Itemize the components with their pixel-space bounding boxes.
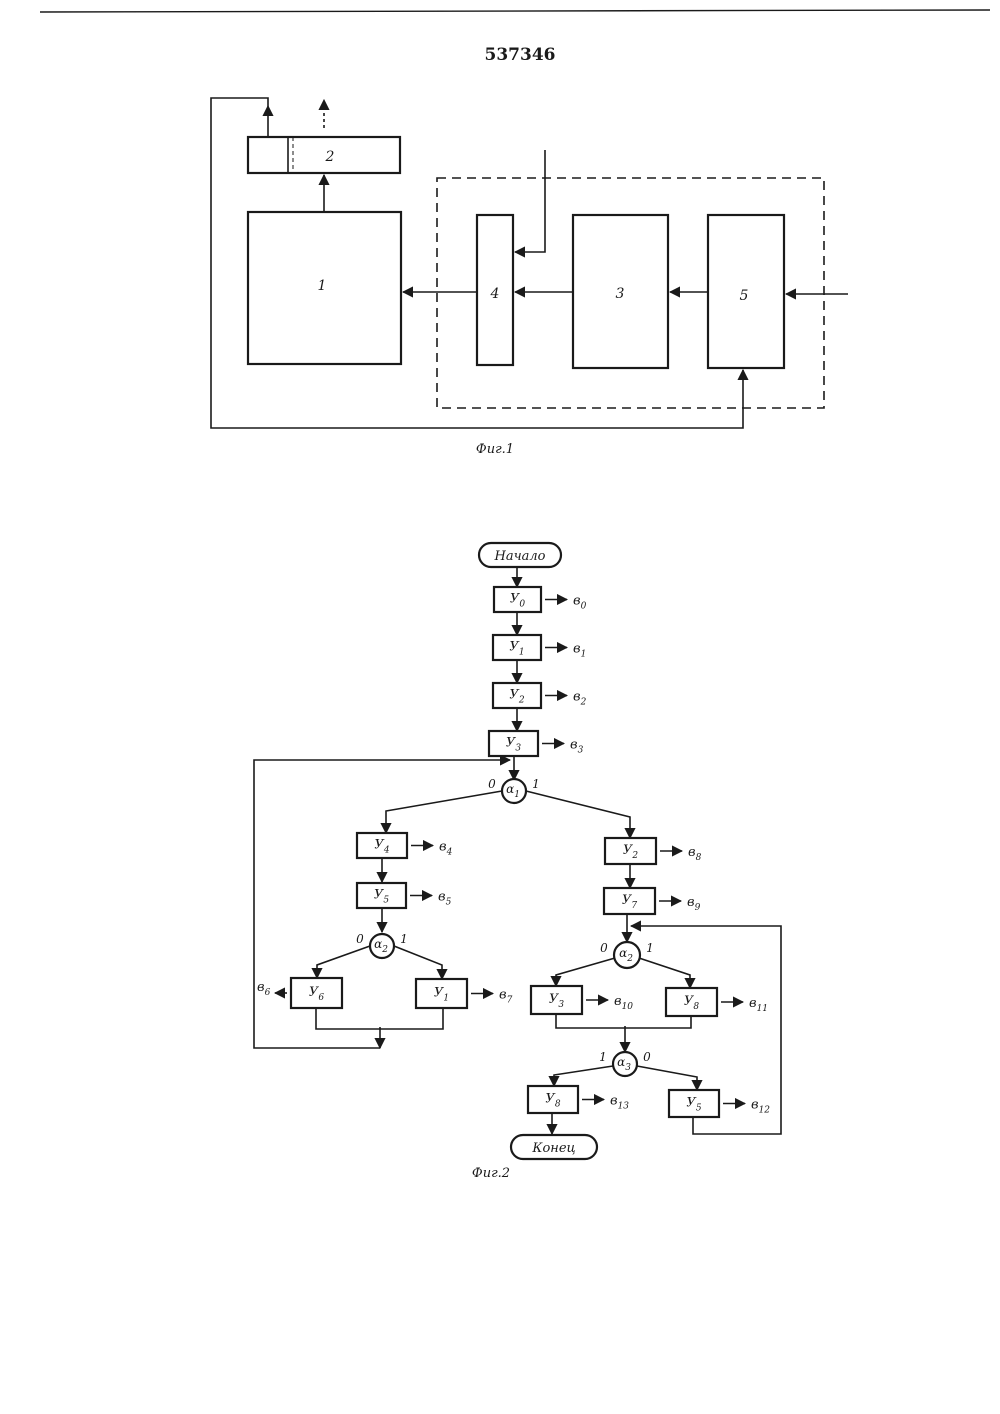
flow-y8a-merge bbox=[625, 1016, 691, 1028]
flow-a2a-left bbox=[317, 946, 370, 978]
block-1-label: 1 bbox=[318, 278, 327, 294]
output-label-y7: в9 bbox=[687, 895, 701, 913]
flow-a2b-right bbox=[639, 958, 690, 988]
figure-1: 2 1 4 3 5 Фиг.1 bbox=[211, 98, 848, 457]
top-rule bbox=[40, 10, 990, 12]
operator-y2a: У2в2 bbox=[493, 683, 587, 708]
condition-a3: α310 bbox=[599, 1050, 651, 1076]
flow-y3b-merge bbox=[556, 1014, 625, 1028]
operator-y5b: У5в12 bbox=[669, 1090, 770, 1117]
output-label-y2a: в2 bbox=[573, 690, 587, 708]
output-label-y1a: в1 bbox=[573, 642, 586, 660]
output-label-y8a: в11 bbox=[749, 996, 768, 1014]
output-label-y0: в0 bbox=[573, 594, 587, 612]
operator-y3b: У3в10 bbox=[531, 986, 633, 1014]
block-4-label: 4 bbox=[490, 286, 500, 302]
start-label: Начало bbox=[493, 549, 545, 564]
condition-left-value-a2a: 0 bbox=[356, 932, 364, 946]
patent-number: 537346 bbox=[485, 45, 556, 65]
flow-a2a-right bbox=[394, 946, 442, 979]
output-label-y1b: в7 bbox=[499, 988, 513, 1006]
output-label-y6: в6 bbox=[257, 980, 271, 998]
operator-y5a: У5в5 bbox=[357, 883, 452, 908]
output-label-y4: в4 bbox=[439, 840, 453, 858]
operator-y8a: У8в11 bbox=[666, 988, 768, 1016]
operator-y1b: У1в7 bbox=[416, 979, 513, 1008]
condition-right-value-a1: 1 bbox=[532, 777, 540, 791]
operator-y1a: У1в1 bbox=[493, 635, 586, 660]
operator-y8b: У8в13 bbox=[528, 1086, 629, 1113]
condition-nodes: α101α201α201α310 bbox=[356, 777, 654, 1076]
flow-a3-right bbox=[637, 1066, 697, 1090]
output-label-y3a: в3 bbox=[570, 738, 584, 756]
condition-right-value-a2a: 1 bbox=[400, 932, 408, 946]
operator-y2b: У2в8 bbox=[605, 838, 702, 864]
condition-a2a: α201 bbox=[356, 932, 408, 958]
condition-right-value-a2b: 1 bbox=[646, 941, 654, 955]
block-3-label: 3 bbox=[616, 286, 625, 302]
flow-a1-right bbox=[526, 791, 630, 838]
condition-a1: α101 bbox=[488, 777, 540, 803]
figure-1-caption: Фиг.1 bbox=[476, 442, 514, 457]
figure-2: Начало Конец У0в0У1в1 bbox=[254, 543, 781, 1181]
figure-2-caption: Фиг.2 bbox=[472, 1166, 510, 1181]
flow-y1b-merge bbox=[380, 1008, 443, 1029]
operator-y0: У0в0 bbox=[494, 587, 587, 612]
operator-blocks: У0в0У1в1У2в2У3в3У4в4У5в5У6в6 У1в7 У2в8У7в9… bbox=[257, 587, 770, 1117]
block-2-label: 2 bbox=[325, 149, 335, 165]
operator-y6: У6в6 bbox=[257, 978, 342, 1008]
condition-left-value-a1: 0 bbox=[488, 777, 496, 791]
condition-left-value-a2b: 0 bbox=[600, 941, 608, 955]
output-label-y5a: в5 bbox=[438, 890, 452, 908]
condition-left-value-a3: 1 bbox=[599, 1050, 607, 1064]
block-2 bbox=[248, 137, 400, 173]
output-label-y2b: в8 bbox=[688, 845, 702, 863]
output-label-y5b: в12 bbox=[751, 1098, 770, 1116]
flow-a1-left bbox=[386, 791, 502, 833]
end-label: Конец bbox=[531, 1141, 575, 1156]
arrow-top-input-to-4 bbox=[515, 150, 545, 252]
condition-right-value-a3: 0 bbox=[643, 1050, 651, 1064]
operator-y4: У4в4 bbox=[357, 833, 453, 858]
flow-a2b-left bbox=[556, 958, 615, 986]
flow-y6-merge bbox=[316, 1008, 380, 1029]
operator-y7: У7в9 bbox=[604, 888, 701, 914]
operator-y3a: У3в3 bbox=[489, 731, 584, 756]
block-5-label: 5 bbox=[740, 288, 749, 304]
flow-a3-left bbox=[554, 1066, 613, 1086]
output-label-y3b: в10 bbox=[614, 994, 633, 1012]
condition-a2b: α201 bbox=[600, 941, 654, 968]
output-label-y8b: в13 bbox=[610, 1094, 629, 1112]
